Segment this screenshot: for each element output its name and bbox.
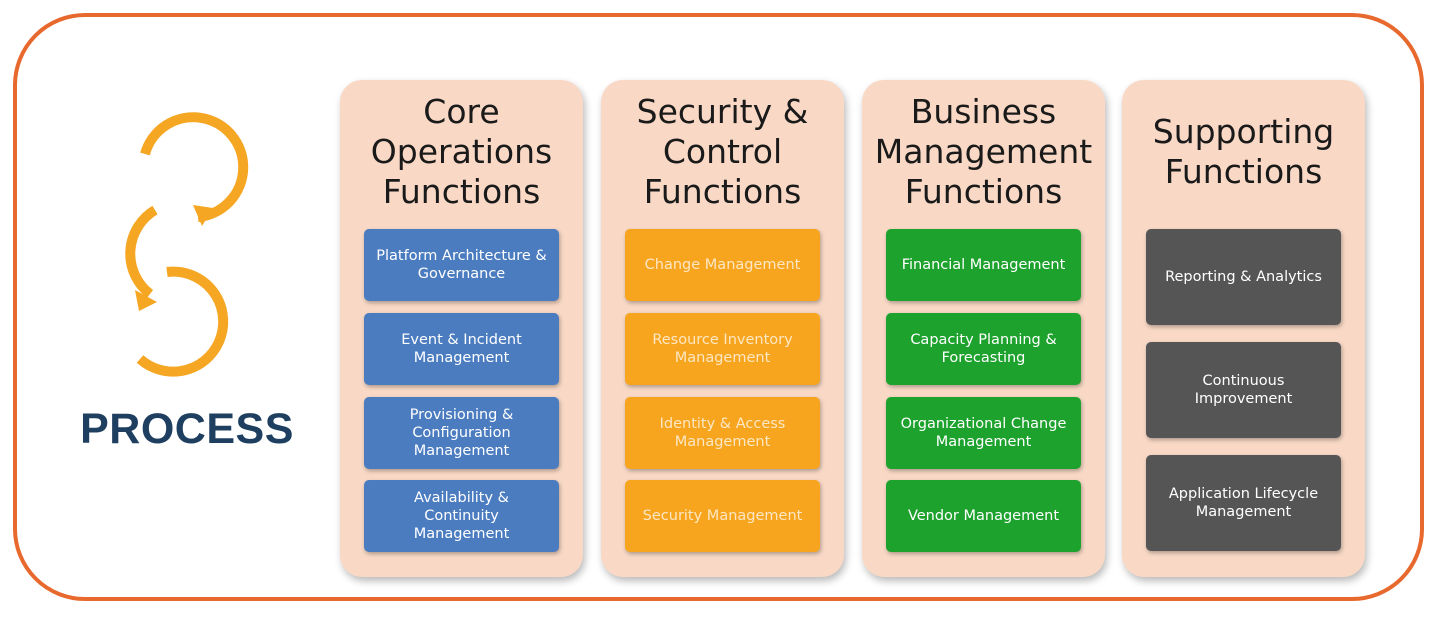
item-line: Event & Incident — [401, 332, 522, 348]
cycle-arrows-icon — [125, 112, 249, 377]
column-supporting: Supporting Functions Reporting & Analyti… — [1122, 80, 1365, 577]
item-line: Resource Inventory — [652, 332, 793, 348]
column-title: Supporting Functions — [1122, 112, 1365, 192]
process-label: PROCESS — [80, 405, 294, 453]
title-line: Functions — [382, 172, 541, 211]
title-line: Management — [874, 132, 1093, 171]
title-line: Core — [423, 92, 500, 131]
item-platform-architecture[interactable]: Platform Architecture & Governance — [364, 229, 559, 301]
item-line: Configuration — [412, 425, 511, 441]
item-line: Management — [413, 443, 510, 459]
item-line: Change Management — [644, 257, 801, 273]
item-line: Forecasting — [941, 350, 1026, 366]
item-line: Financial Management — [901, 257, 1066, 273]
item-line: Capacity Planning & — [910, 332, 1057, 348]
item-line: Continuity — [424, 508, 499, 524]
title-line: Functions — [643, 172, 802, 211]
title-line: Functions — [904, 172, 1063, 211]
column-title: Business Management Functions — [862, 92, 1105, 212]
item-line: Application Lifecycle — [1168, 486, 1319, 502]
item-vendor-management[interactable]: Vendor Management — [886, 480, 1081, 552]
title-line: Operations — [370, 132, 553, 171]
item-line: Management — [413, 526, 510, 542]
item-reporting-analytics[interactable]: Reporting & Analytics — [1146, 229, 1341, 325]
item-line: Management — [674, 434, 771, 450]
column-business-management: Business Management Functions Financial … — [862, 80, 1105, 577]
item-line: Provisioning & — [409, 407, 514, 423]
title-line: Supporting — [1152, 112, 1335, 151]
item-line: Improvement — [1194, 391, 1293, 407]
item-line: Continuous — [1202, 373, 1285, 389]
item-line: Management — [674, 350, 771, 366]
item-line: Platform Architecture & — [376, 248, 547, 264]
item-line: Organizational Change — [900, 416, 1067, 432]
item-line: Identity & Access — [659, 416, 786, 432]
item-change-management[interactable]: Change Management — [625, 229, 820, 301]
item-financial-management[interactable]: Financial Management — [886, 229, 1081, 301]
item-line: Management — [413, 350, 510, 366]
title-line: Security & — [636, 92, 809, 131]
item-line: Availability & — [414, 490, 509, 506]
column-title: Security & Control Functions — [601, 92, 844, 212]
item-line: Governance — [417, 266, 506, 282]
title-line: Business — [910, 92, 1057, 131]
item-line: Reporting & Analytics — [1165, 269, 1322, 285]
item-line: Vendor Management — [907, 508, 1060, 524]
title-line: Functions — [1164, 152, 1323, 191]
column-security-control: Security & Control Functions Change Mana… — [601, 80, 844, 577]
title-line: Control — [662, 132, 783, 171]
column-core-operations: Core Operations Functions Platform Archi… — [340, 80, 583, 577]
item-line: Management — [935, 434, 1032, 450]
item-security-management[interactable]: Security Management — [625, 480, 820, 552]
column-title: Core Operations Functions — [340, 92, 583, 212]
item-line: Security Management — [642, 508, 803, 524]
item-line: Management — [1195, 504, 1292, 520]
item-capacity-planning[interactable]: Capacity Planning & Forecasting — [886, 313, 1081, 385]
